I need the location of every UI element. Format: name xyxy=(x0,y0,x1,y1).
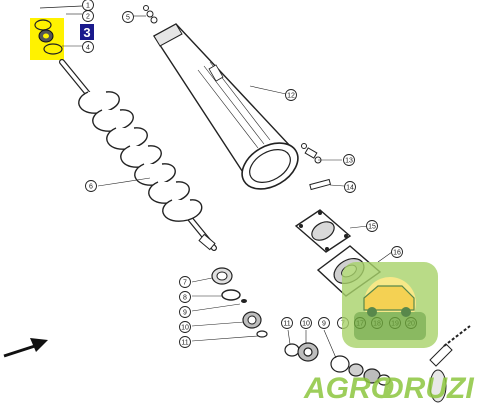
direction-arrow xyxy=(3,338,48,358)
callout-6: 6 xyxy=(85,180,97,192)
svg-text:16: 16 xyxy=(393,250,401,257)
part-2-washer xyxy=(34,19,52,31)
agrodruzi-wordmark: AGRO DRUZI xyxy=(303,372,474,405)
svg-text:9: 9 xyxy=(322,321,326,328)
top-bolts xyxy=(143,5,158,24)
callout-14: 14 xyxy=(344,181,356,193)
bolt-14 xyxy=(309,178,332,191)
flange-15 xyxy=(294,209,352,253)
callout-10: 10 xyxy=(179,321,191,333)
ring-9 xyxy=(241,299,247,303)
callout-1: 1 xyxy=(82,0,94,11)
bottom-bearing-group xyxy=(284,342,391,386)
svg-text:4: 4 xyxy=(86,45,90,52)
callout-11: 11 xyxy=(179,336,191,348)
callout-12: 12 xyxy=(285,89,297,101)
agrodruzi-logo xyxy=(342,262,438,348)
auger-flights xyxy=(78,91,203,222)
chain-sprocket xyxy=(429,325,471,403)
svg-text:1: 1 xyxy=(86,3,90,10)
svg-text:15: 15 xyxy=(368,224,376,231)
callout-bottom-11: 11 xyxy=(281,317,293,329)
leader-line xyxy=(39,5,83,9)
auger-tube xyxy=(152,23,299,190)
svg-text:10: 10 xyxy=(181,325,189,332)
callout-7: 7 xyxy=(179,276,191,288)
callout-2: 2 xyxy=(82,10,94,22)
callout-9: 9 xyxy=(179,306,191,318)
svg-text:8: 8 xyxy=(183,295,187,302)
svg-text:9: 9 xyxy=(183,310,187,317)
callout-5: 5 xyxy=(122,11,134,23)
svg-text:AGRO: AGRO xyxy=(303,372,394,405)
svg-text:10: 10 xyxy=(302,321,310,328)
callout-4: 4 xyxy=(82,41,94,53)
callout-13: 13 xyxy=(343,154,355,166)
svg-text:11: 11 xyxy=(181,340,188,347)
callout-15: 15 xyxy=(366,220,378,232)
svg-text:14: 14 xyxy=(346,185,354,192)
shaft-end xyxy=(198,233,216,251)
part-3-badge-label: 3 xyxy=(83,25,90,40)
part-3-badge xyxy=(80,24,94,40)
svg-text:6: 6 xyxy=(89,184,93,191)
bolt-13 xyxy=(301,143,322,164)
svg-text:5: 5 xyxy=(126,15,130,22)
bearing-7 xyxy=(211,267,233,285)
part-4-washer xyxy=(43,43,63,55)
svg-text:11: 11 xyxy=(283,321,290,328)
callout-bottom-10: 10 xyxy=(300,317,312,329)
callout-bottom-9: 9 xyxy=(318,317,330,329)
svg-text:12: 12 xyxy=(287,93,295,100)
svg-text:DRUZI: DRUZI xyxy=(382,372,474,405)
bearing-10 xyxy=(242,311,262,329)
ring-11 xyxy=(256,330,268,338)
callout-16: 16 xyxy=(391,246,403,258)
svg-text:7: 7 xyxy=(183,280,187,287)
part-3-nut-hole xyxy=(43,33,49,39)
callout-8: 8 xyxy=(179,291,191,303)
circlip-8 xyxy=(221,289,241,301)
svg-text:13: 13 xyxy=(345,158,353,165)
svg-text:2: 2 xyxy=(86,14,90,21)
